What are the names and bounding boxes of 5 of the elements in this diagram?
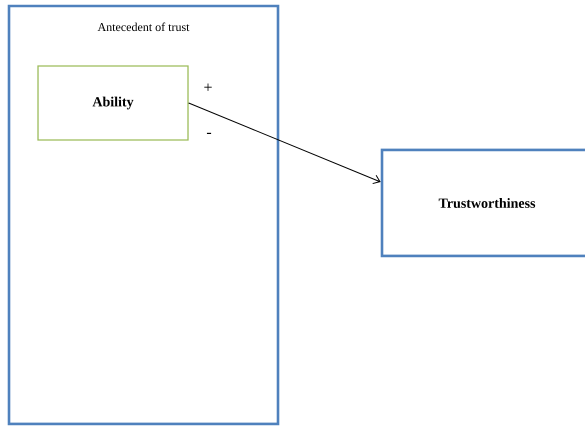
concept-box: Ability xyxy=(37,65,189,141)
sign-label: - xyxy=(206,132,212,134)
arrow xyxy=(188,102,381,184)
sign-label: + xyxy=(204,83,212,91)
concept-box: Trustworthiness xyxy=(380,148,585,258)
